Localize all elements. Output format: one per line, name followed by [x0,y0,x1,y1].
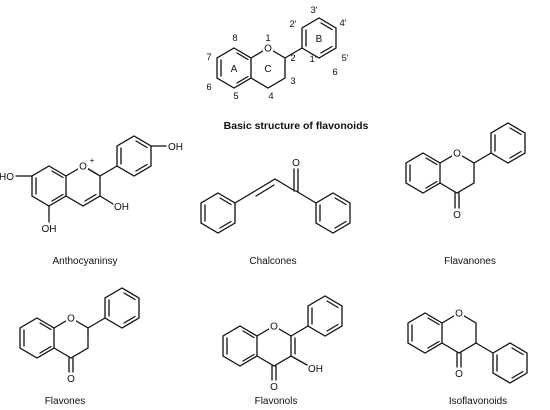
structure-flavanones: O O Flavanones [405,122,526,267]
position-2-label: 2 [290,53,295,64]
position-4prime-label: 4' [339,18,346,29]
structure-chalcones: O Chalcones [200,158,351,267]
anthocyanin-oh-bottom: OH [42,224,57,235]
anthocyanin-ho-left: HO [0,172,14,183]
position-5prime-label: 5' [341,53,348,64]
position-7-label: 7 [206,52,211,63]
ring-a-label: A [231,64,238,75]
position-8-label: 8 [232,33,237,44]
caption-chalcones: Chalcones [249,256,296,267]
structure-anthocyaninsy: O + OH HO OH OH Anthocyaninsy [0,135,183,267]
flavone-carbonyl-oxygen: O [67,374,75,385]
anthocyanin-oh-top: OH [168,142,183,153]
flavonol-carbonyl-oxygen: O [270,382,278,393]
caption-anthocyaninsy: Anthocyaninsy [52,256,117,267]
structure-flavonols: O O OH Flavonols [222,295,343,407]
flavanone-carbonyl-oxygen: O [453,210,461,221]
basic-structure-title: Basic structure of flavonoids [224,120,369,132]
position-2prime-label: 2' [289,19,296,30]
ring-b-label: B [316,34,323,45]
position-1-label: 1 [265,33,270,44]
flavone-ring-oxygen: O [67,314,75,325]
position-3-label: 3 [290,76,295,87]
anthocyanin-positive-charge: + [90,156,95,165]
chalcone-carbonyl-oxygen: O [292,158,300,169]
position-1prime-label: 1' [309,54,316,65]
position-4-label: 4 [268,91,273,102]
caption-isoflavonoids: Isoflavonoids [449,396,507,407]
ring-b [284,17,337,59]
ring-c-label: C [264,64,271,75]
flavonol-ring-oxygen: O [270,322,278,333]
anthocyanin-oh-right: OH [114,202,129,213]
structure-isoflavonoids: O O Isoflavonoids [407,307,528,407]
position-3prime-label: 3' [310,5,317,16]
caption-flavonols: Flavonols [255,396,298,407]
basic-ring-oxygen: O [264,44,272,55]
basic-structure: O 1 2 3 4 5 6 7 8 1' 2' 3' 4' 5' 6 A C B… [206,5,368,132]
structure-flavones: O O Flavones [19,287,140,407]
position-5-label: 5 [233,91,238,102]
caption-flavones: Flavones [45,396,86,407]
flavanone-ring-oxygen: O [453,149,461,160]
isoflavonoid-carbonyl-oxygen: O [455,369,463,380]
caption-flavanones: Flavanones [444,256,496,267]
position-6-label: 6 [206,82,211,93]
isoflavonoid-ring-oxygen: O [455,309,463,320]
anthocyanin-oxonium: O [79,162,87,173]
position-6prime-label: 6 [332,67,337,78]
flavonol-hydroxyl: OH [308,364,323,375]
